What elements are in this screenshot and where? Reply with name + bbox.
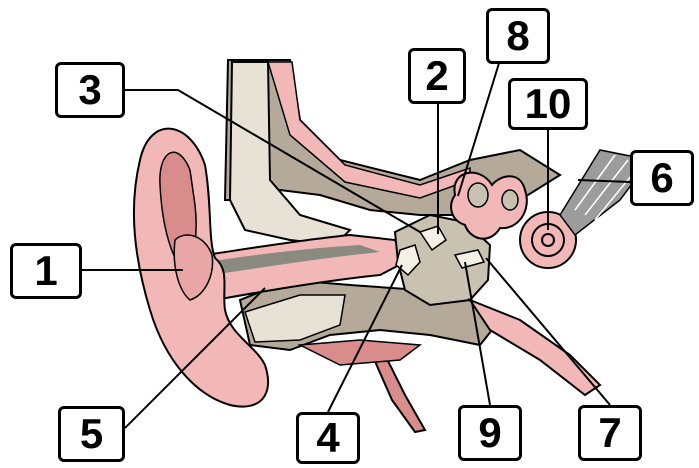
label-8: 8 bbox=[486, 8, 550, 64]
semicircular-canal-loop bbox=[468, 183, 488, 207]
label-3-text: 3 bbox=[78, 69, 101, 111]
label-7-text: 7 bbox=[598, 412, 621, 454]
label-2: 2 bbox=[408, 48, 466, 104]
mandible-area bbox=[300, 340, 420, 365]
label-4-text: 4 bbox=[316, 417, 339, 459]
label-9: 9 bbox=[458, 405, 522, 461]
label-2-text: 2 bbox=[425, 55, 448, 97]
label-6-text: 6 bbox=[650, 157, 673, 199]
label-9-text: 9 bbox=[478, 412, 501, 454]
label-4: 4 bbox=[296, 412, 360, 464]
label-7: 7 bbox=[578, 405, 642, 461]
label-5: 5 bbox=[58, 406, 125, 462]
label-3: 3 bbox=[55, 62, 125, 118]
label-1: 1 bbox=[10, 243, 82, 299]
label-6: 6 bbox=[630, 150, 694, 206]
label-8-text: 8 bbox=[506, 15, 529, 57]
label-10: 10 bbox=[508, 78, 588, 130]
semicircular-canal-loop-2 bbox=[502, 190, 518, 210]
label-10-text: 10 bbox=[525, 83, 572, 125]
eustachian-tube bbox=[470, 300, 600, 395]
label-5-text: 5 bbox=[80, 413, 103, 455]
label-1-text: 1 bbox=[34, 250, 57, 292]
